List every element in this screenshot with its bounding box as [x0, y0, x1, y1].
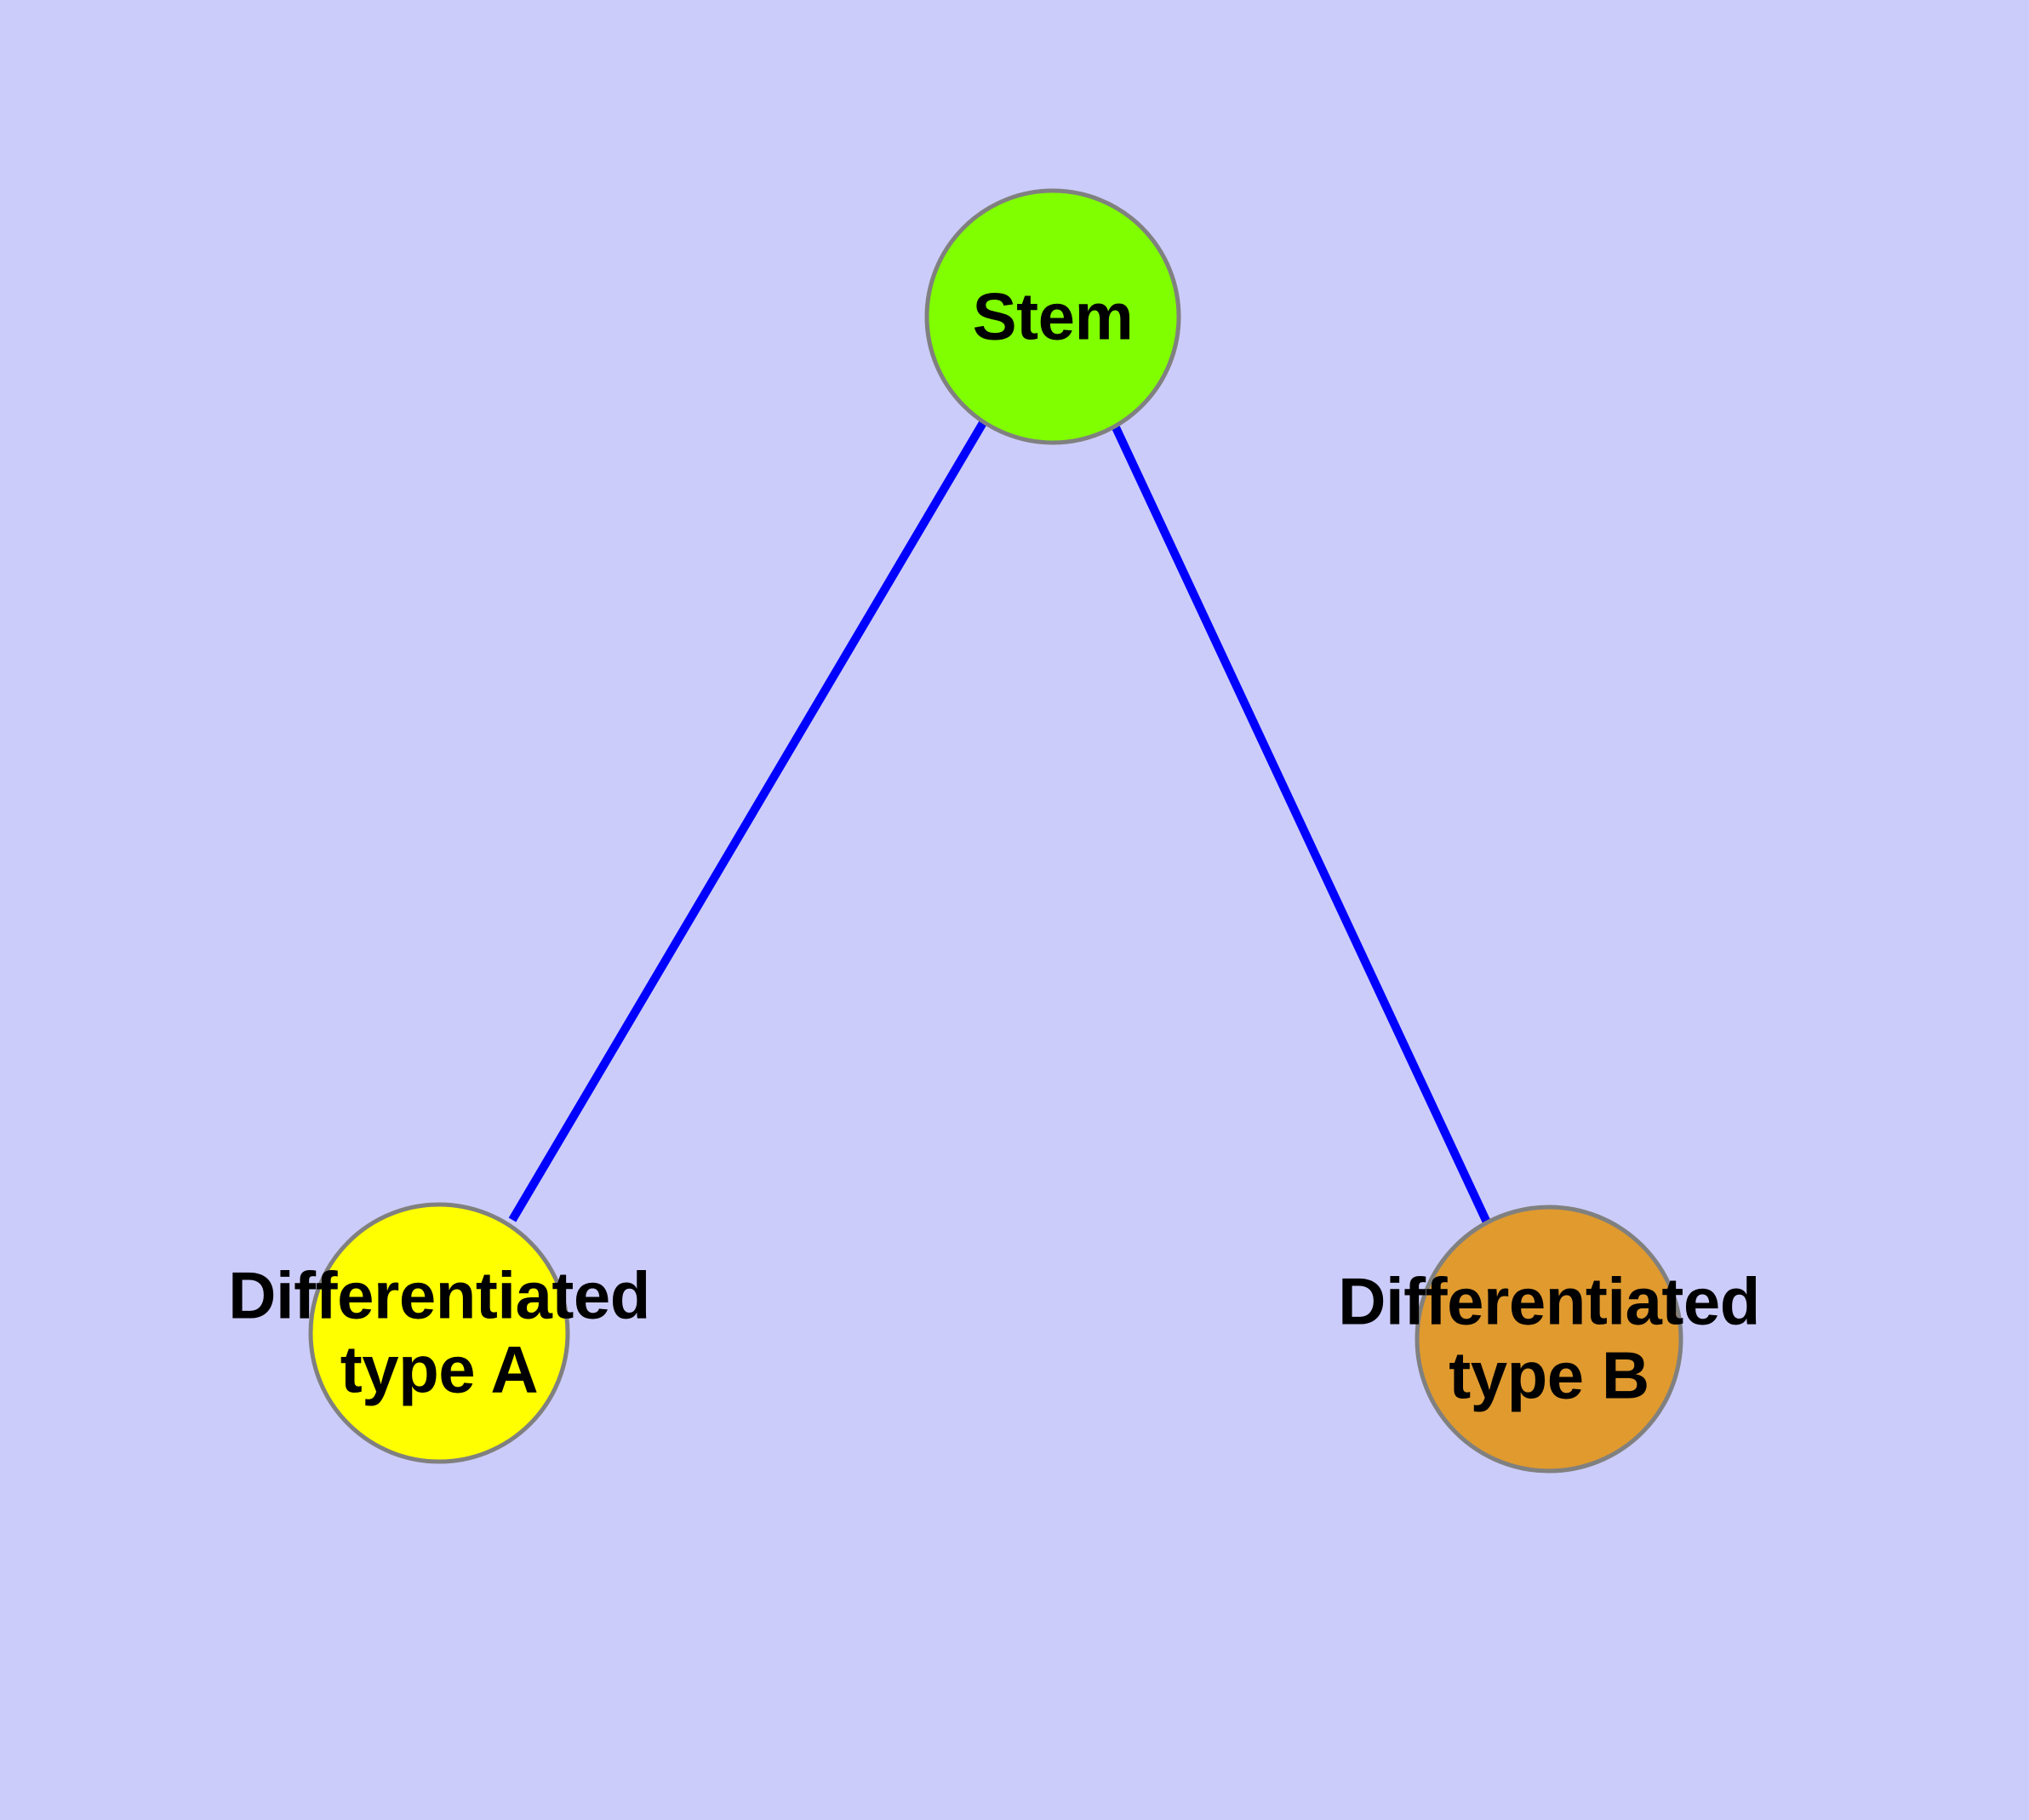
node-diff-b-circle[interactable]: [1415, 1205, 1683, 1474]
node-diff-a-circle[interactable]: [308, 1202, 570, 1464]
node-stem-circle[interactable]: [924, 188, 1181, 445]
edge-stem-to-diff-b[interactable]: [1111, 423, 1492, 1227]
edge-stem-to-diff-a[interactable]: [508, 419, 988, 1222]
